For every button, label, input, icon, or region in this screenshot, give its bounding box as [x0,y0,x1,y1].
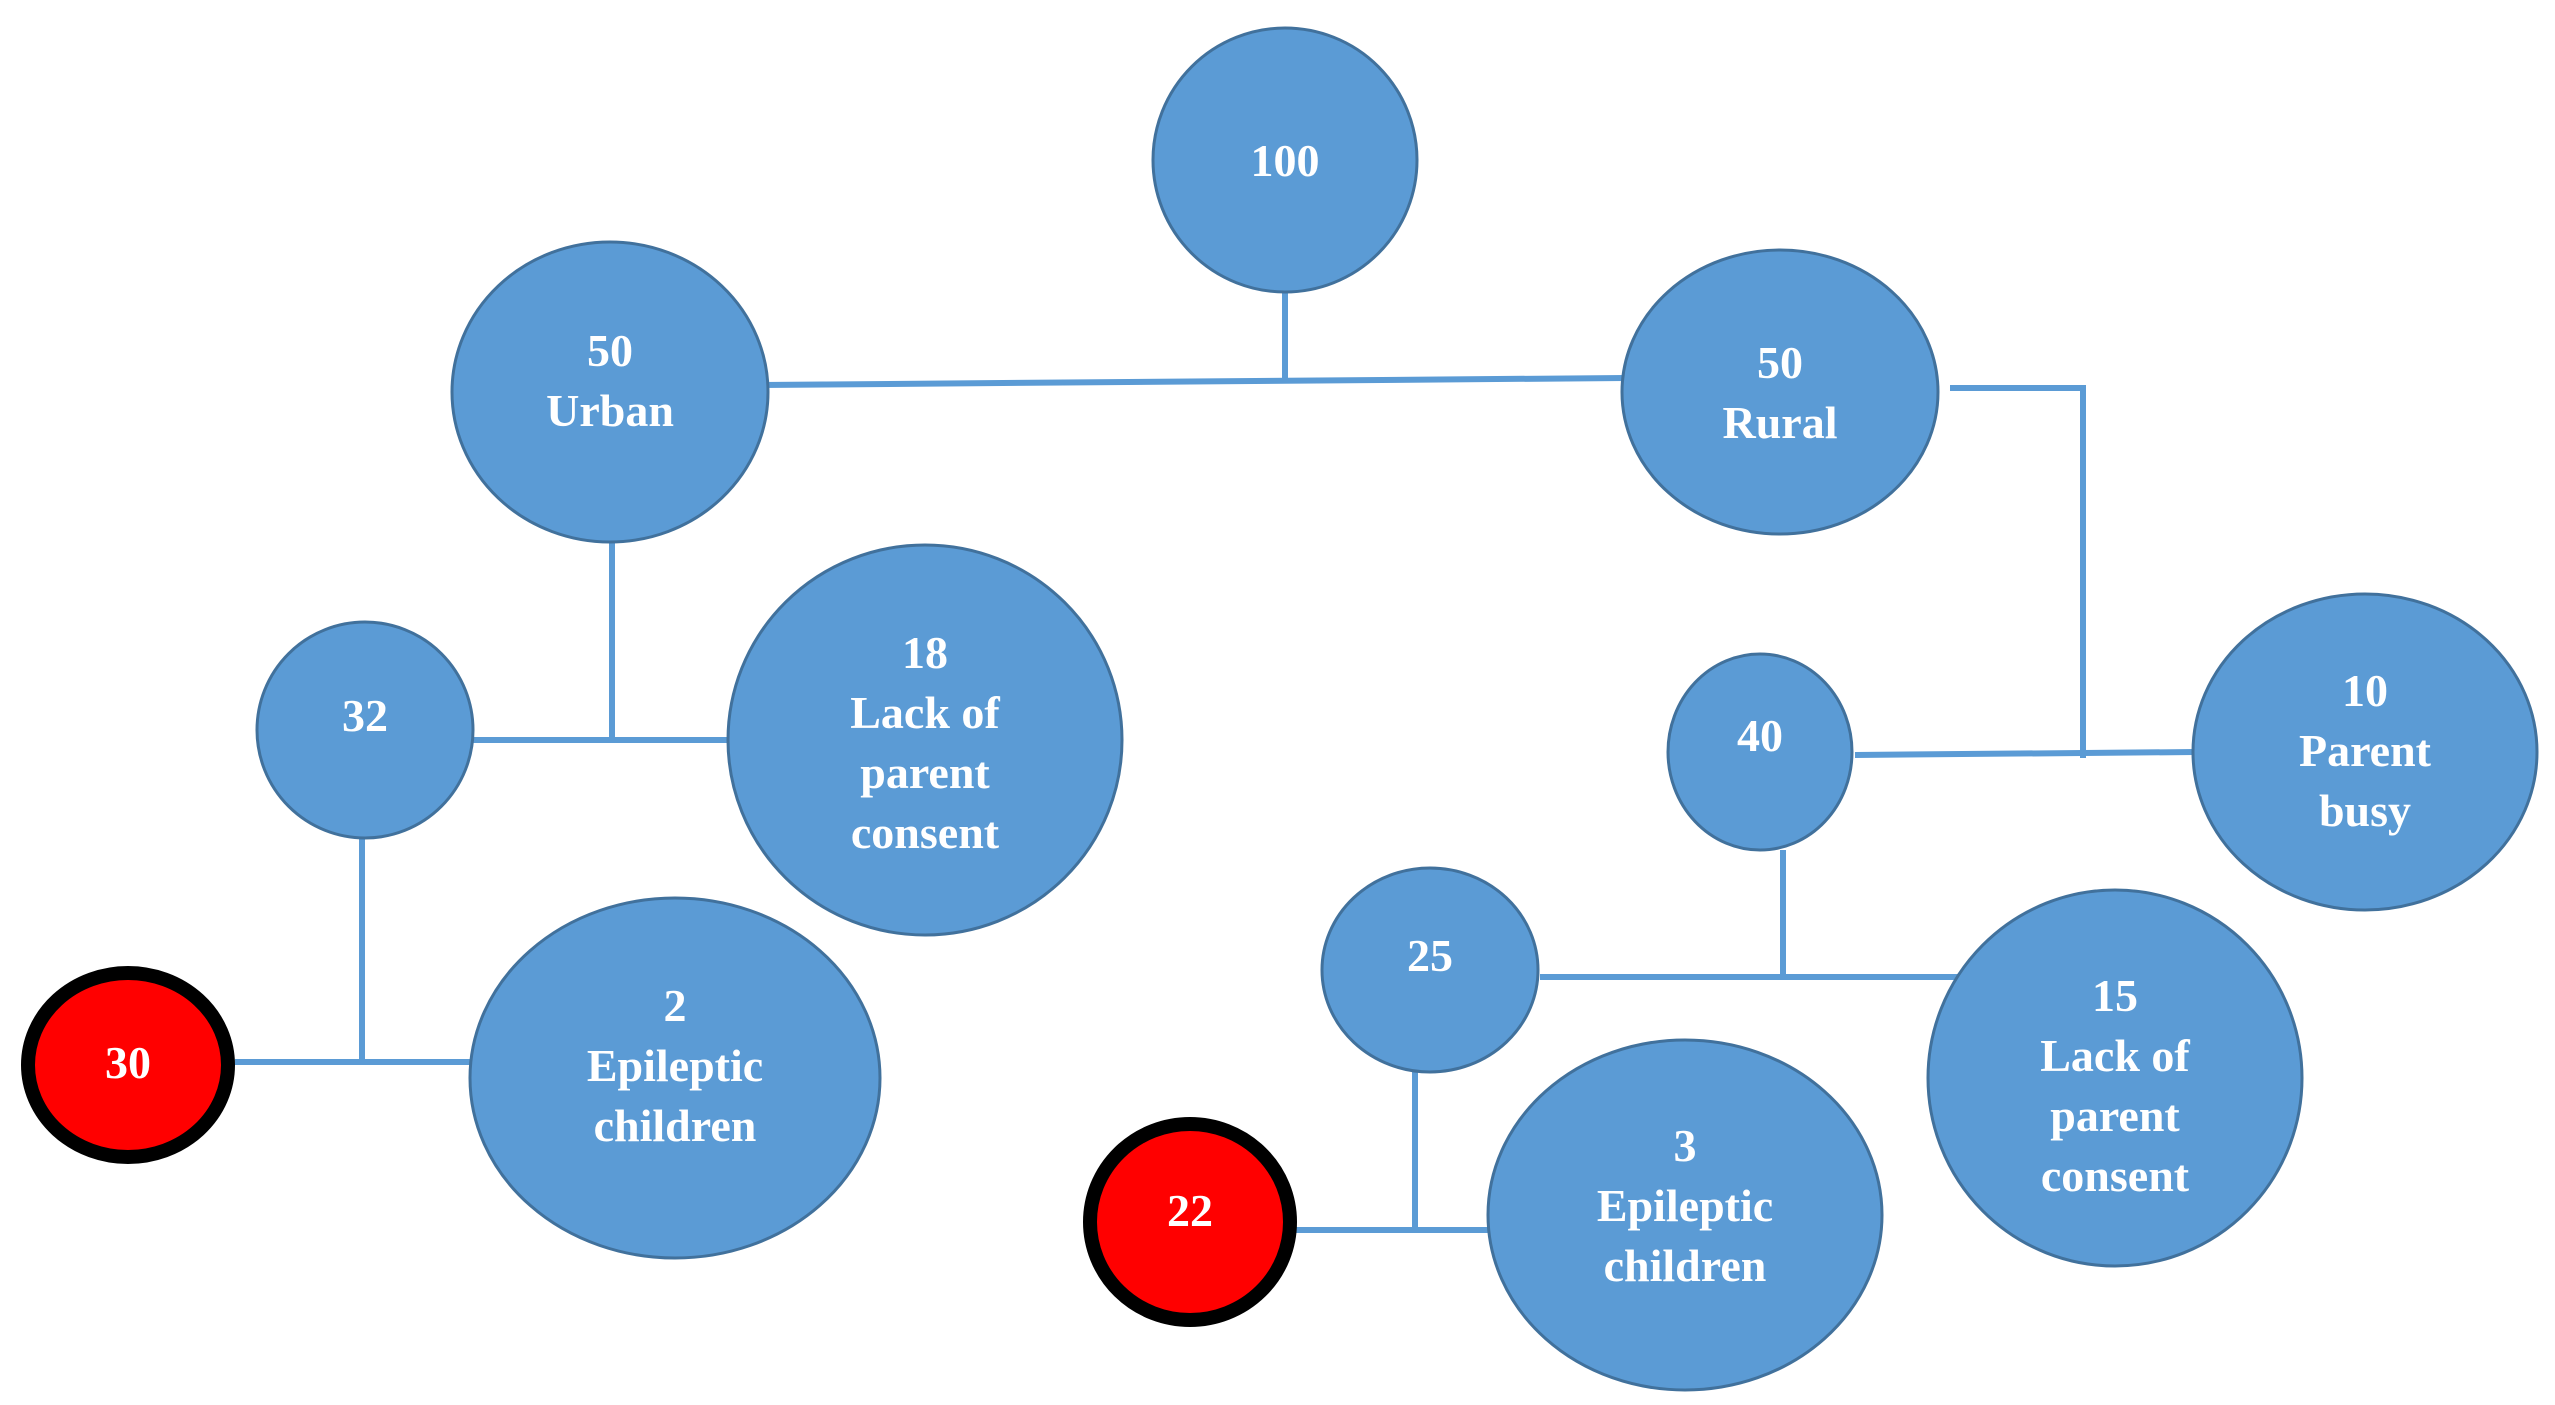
node-label-line: 25 [1407,930,1453,981]
node-root: 100 [1151,26,1419,294]
node-urban-final: 30 [21,966,235,1164]
node-label-line: Rural [1723,397,1838,448]
node-label-line: consent [851,807,1000,858]
node-label-line: parent [860,747,990,798]
node-rural-remaining: 40 [1666,652,1854,852]
node-label-rural-sub: 25 [1407,930,1453,981]
node-label-urban-final: 30 [105,1037,151,1088]
node-label-line: Lack of [850,687,1000,738]
node-label-line: 30 [105,1037,151,1088]
node-label-root: 100 [1251,135,1320,186]
node-label-line: 100 [1251,135,1320,186]
connector-urban-rural [759,375,1626,388]
node-label-line: 10 [2342,665,2388,716]
node-label-rural-final: 22 [1167,1185,1213,1236]
connector-rural-busy [1950,385,2086,758]
node-urban-remaining: 32 [255,620,475,840]
connectors [235,290,2196,1233]
node-label-line: parent [2050,1090,2180,1141]
node-label-line: 50 [1757,337,1803,388]
node-rural-final: 22 [1083,1117,1297,1327]
node-label-line: 32 [342,690,388,741]
node-label-line: 15 [2092,970,2138,1021]
node-label-line: consent [2041,1150,2190,1201]
node-label-line: 22 [1167,1185,1213,1236]
node-rural-sub: 25 [1320,866,1540,1074]
node-label-line: Epileptic [587,1040,763,1091]
node-label-line: children [594,1100,757,1151]
node-label-line: 2 [664,980,687,1031]
node-label-urban-remaining: 32 [342,690,388,741]
node-label-line: Parent [2299,725,2432,776]
connector-40-10 [1854,749,2196,758]
node-label-line: 40 [1737,710,1783,761]
node-label-rural-remaining: 40 [1737,710,1783,761]
node-label-line: busy [2319,785,2411,836]
node-label-line: 50 [587,325,633,376]
node-label-line: children [1604,1240,1767,1291]
node-label-line: Lack of [2040,1030,2190,1081]
node-label-line: Epileptic [1597,1180,1773,1231]
node-label-line: 3 [1674,1120,1697,1171]
node-label-line: Urban [546,385,674,436]
node-label-line: 18 [902,627,948,678]
